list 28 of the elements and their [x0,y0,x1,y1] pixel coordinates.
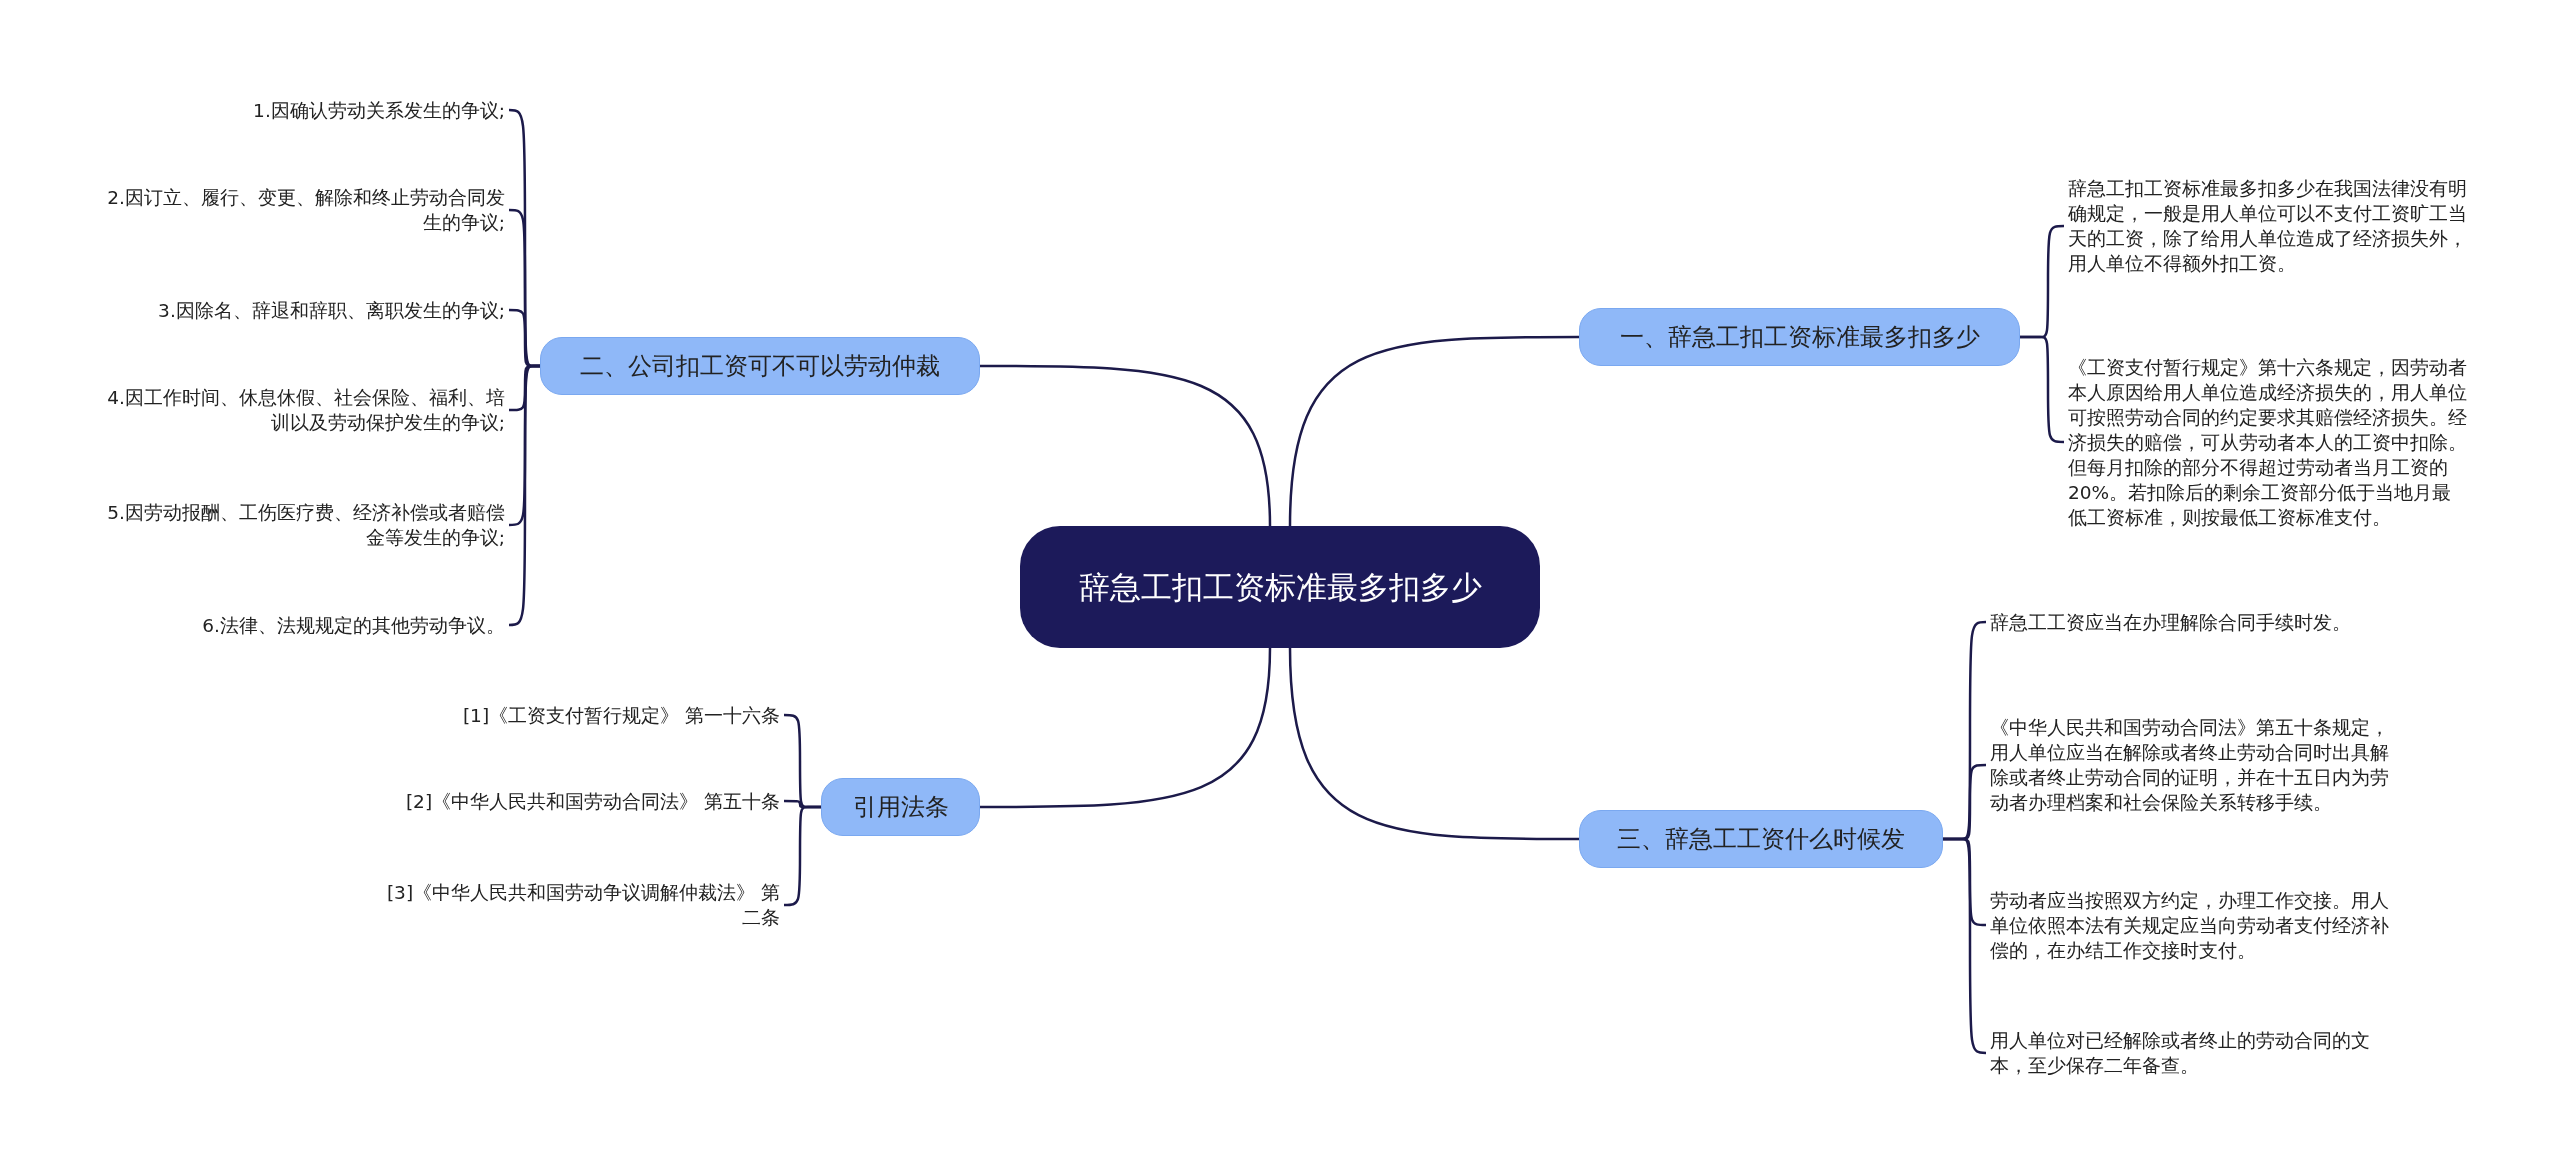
note-text: 用人单位对已经解除或者终止的劳动合同的文本，至少保存二年备查。 [1990,1028,2372,1078]
note-text: 劳动者应当按照双方约定，办理工作交接。用人单位依照本法有关规定应当向劳动者支付经济补偿的，在办结工作交接时支付。 [1990,887,2391,963]
connector-line [784,805,821,907]
note-text: [3]《中华人民共和国劳动争议调解仲裁法》 第二条 [384,880,780,930]
topic-box: 三、辞急工工资什么时候发 [1579,810,1943,868]
note-text: 辞急工工资应当在办理解除合同手续时发。 [1990,609,2353,635]
connector-line [2020,335,2064,444]
note-text: 2.因订立、履行、变更、解除和终止劳动合同发生的争议; [105,185,505,235]
note-text: 6.法律、法规规定的其他劳动争议。 [200,612,505,638]
note-text: [2]《中华人民共和国劳动合同法》 第五十条 [403,788,780,814]
note-text: 1.因确认劳动关系发生的争议; [251,97,505,123]
connector-line [508,364,540,627]
connector-line [980,647,1272,809]
note-text: 《工资支付暂行规定》第十六条规定，因劳动者本人原因给用人单位造成经济损失的，用人单位可按照劳动合同的约定要求其赔偿经济损失。经济损失的赔偿，可从劳动者本人的工资中扣除。但每月扣除的部分不得超过劳动者当月工资的20%。若扣除后的剩余工资部分低于当地月最低工资标准，则按最低工资标准支付。 [2068,354,2469,530]
note-text: 5.因劳动报酬、工伤医疗费、经济补偿或者赔偿金等发生的争议; [105,500,505,550]
note-text: 辞急工扣工资标准最多扣多少在我国法律没有明确规定，一般是用人单位可以不支付工资旷工当天的工资，除了给用人单位造成了经济损失外，用人单位不得额外扣工资。 [2068,176,2469,276]
topic-box: 二、公司扣工资可不可以劳动仲裁 [540,337,980,395]
connector-line [980,364,1272,527]
note-text: 《中华人民共和国劳动合同法》第五十条规定，用人单位应当在解除或者终止劳动合同时出具解除或者终止劳动合同的证明，并在十五日内为劳动者办理档案和社会保险关系转移手续。 [1990,715,2391,815]
connector-line [1288,335,1579,527]
note-text: 3.因除名、辞退和辞职、离职发生的争议; [156,297,505,323]
note-text: 4.因工作时间、休息休假、社会保险、福利、培训以及劳动保护发生的争议; [105,385,505,435]
note-text: [1]《工资支付暂行规定》 第一十六条 [460,702,780,728]
topic-box: 一、辞急工扣工资标准最多扣多少 [1579,308,2020,366]
topic-box: 引用法条 [821,778,980,836]
central-topic: 辞急工扣工资标准最多扣多少 [1020,526,1540,648]
connector-line [1943,837,1987,1055]
connector-line [1288,647,1579,841]
